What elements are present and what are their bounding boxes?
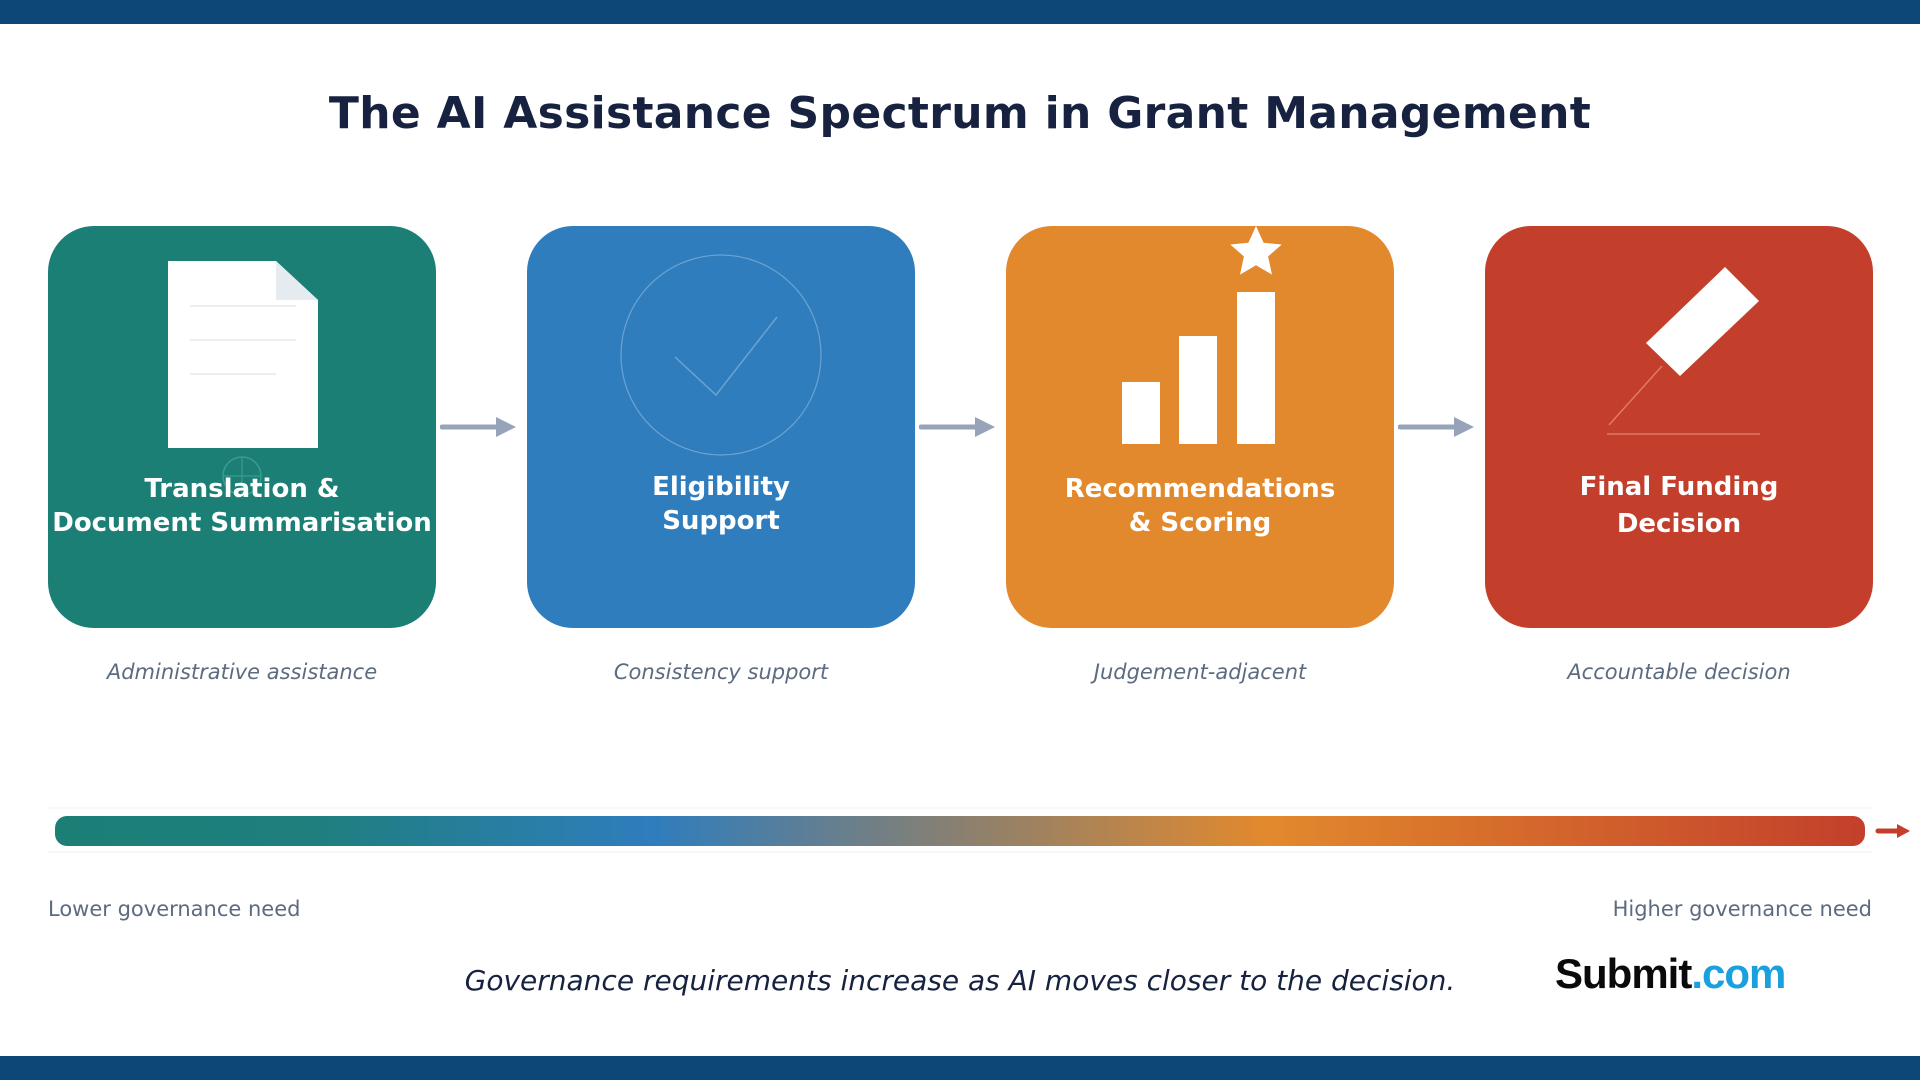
stage-caption: Accountable decision — [1567, 660, 1791, 684]
stage-card-final-decision: Final Funding Decision — [1485, 226, 1873, 628]
stage-card-translation: Translation & Document Summarisation — [48, 226, 436, 628]
stage-title: Translation & Document Summarisation — [52, 474, 432, 538]
stage-card-eligibility: Eligibility Support — [527, 226, 915, 628]
logo-main-text: Submit — [1555, 950, 1692, 997]
stage-title: Eligibility Support — [652, 472, 790, 536]
stage-title: Final Funding Decision — [1579, 472, 1779, 539]
stage-title: Recommendations & Scoring — [1064, 474, 1336, 538]
stage-card-recommendations: Recommendations & Scoring — [1006, 226, 1394, 628]
flow-arrow-icon — [919, 417, 995, 437]
governance-spectrum-bar — [48, 807, 1910, 853]
top-band — [0, 0, 1920, 24]
flow-arrow-icon — [1398, 417, 1474, 437]
stage-caption: Consistency support — [613, 660, 829, 684]
bottom-band — [0, 1056, 1920, 1080]
logo-tld-text: .com — [1691, 950, 1786, 997]
stage-caption: Administrative assistance — [106, 660, 378, 684]
page-title: The AI Assistance Spectrum in Grant Mana… — [328, 88, 1592, 139]
document-icon — [168, 261, 318, 496]
higher-governance-label: Higher governance need — [1612, 897, 1872, 921]
submit-logo: Submit.com — [1555, 950, 1786, 998]
bar-chart-star-icon — [1122, 226, 1282, 444]
tagline: Governance requirements increase as AI m… — [464, 964, 1456, 997]
lower-governance-label: Lower governance need — [48, 897, 301, 921]
pen-signature-icon — [1607, 267, 1760, 435]
stage-caption: Judgement-adjacent — [1093, 660, 1307, 684]
check-circle-icon — [620, 254, 822, 456]
flow-arrow-icon — [440, 417, 516, 437]
